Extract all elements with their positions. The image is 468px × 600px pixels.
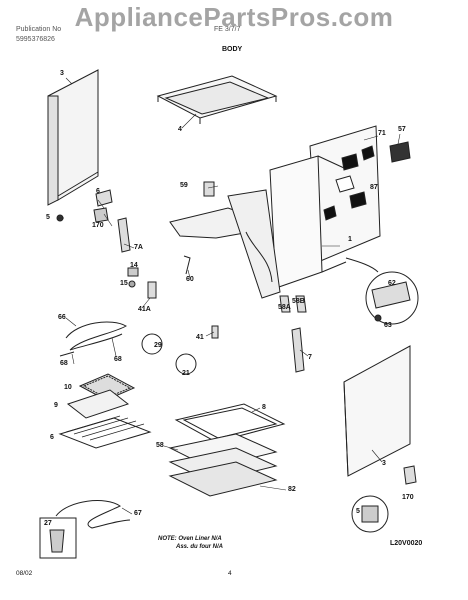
part-label-66: 66 xyxy=(58,314,66,321)
watermark: AppliancePartsPros.com xyxy=(74,2,394,32)
part-label-29: 29 xyxy=(154,342,162,349)
part-label-71: 71 xyxy=(378,130,386,137)
wire-harness xyxy=(345,257,379,273)
header-model: FE 3/7/7 xyxy=(214,26,241,33)
part-label-58b: 58B xyxy=(292,298,305,305)
part-21-detail xyxy=(175,353,197,375)
part-68-left xyxy=(59,351,75,357)
oven-rack xyxy=(58,415,152,449)
part-label-10: 10 xyxy=(64,384,72,391)
part-label-60: 60 xyxy=(186,276,194,283)
part-label-57: 57 xyxy=(398,126,406,133)
label-57-plate xyxy=(389,141,411,163)
part-label-3-right: 3 xyxy=(382,460,386,467)
part-58b xyxy=(295,295,307,313)
part-label-7a: 7A xyxy=(134,244,143,251)
bake-element xyxy=(55,500,131,529)
part-label-8: 8 xyxy=(262,404,266,411)
note-line-2: Ass. du four N/A xyxy=(176,544,224,550)
hinge-receiver-7a xyxy=(117,217,131,253)
part-label-41a: 41A xyxy=(138,306,151,313)
part-58a xyxy=(279,295,291,313)
part-label-3-top: 3 xyxy=(60,70,64,77)
part-170-right xyxy=(403,465,417,485)
part-label-58a: 58A xyxy=(278,304,291,311)
part-label-41: 41 xyxy=(196,334,204,341)
part-label-9: 9 xyxy=(54,402,58,409)
part-label-4: 4 xyxy=(178,126,182,133)
part-41 xyxy=(211,325,219,339)
part-label-170-right: 170 xyxy=(402,494,414,501)
page-title: BODY xyxy=(222,46,243,53)
terminal-block xyxy=(365,271,419,325)
part-label-27: 27 xyxy=(44,520,52,527)
broiler-pan-base xyxy=(66,389,130,419)
part-label-63: 63 xyxy=(384,322,392,329)
header-publication-number: 5995376826 xyxy=(16,36,55,43)
part-label-5-left: 5 xyxy=(46,214,50,221)
hinge-7 xyxy=(291,327,305,373)
part-60 xyxy=(183,255,191,275)
part-label-82: 82 xyxy=(288,486,296,493)
footer-page-number: 4 xyxy=(228,570,232,577)
part-41a xyxy=(147,281,157,299)
footer-date: 08/02 xyxy=(16,570,33,577)
header-publication-label: Publication No xyxy=(16,26,62,33)
part-label-21: 21 xyxy=(182,370,190,377)
part-label-67: 67 xyxy=(134,510,142,517)
part-label-62: 62 xyxy=(388,280,396,287)
part-29-clip xyxy=(141,333,163,355)
part-label-14: 14 xyxy=(130,262,138,269)
note-line-1: NOTE: Oven Liner N/A xyxy=(158,536,222,542)
side-panel-right xyxy=(343,345,411,477)
part-label-87: 87 xyxy=(370,184,378,191)
part-label-6-hinge: 6 xyxy=(96,188,100,195)
part-label-68-left: 68 xyxy=(60,360,68,367)
drawing-code: L20V0020 xyxy=(390,540,423,547)
top-panel xyxy=(156,75,278,124)
broil-element xyxy=(65,321,128,351)
part-label-15: 15 xyxy=(120,280,128,287)
side-panel-left xyxy=(47,69,99,206)
door-assembly xyxy=(168,403,286,497)
switch-14-15 xyxy=(127,267,139,288)
part-label-5-right: 5 xyxy=(356,508,360,515)
oven-front-frame xyxy=(169,189,281,299)
part-label-68-right: 68 xyxy=(114,356,122,363)
part-label-7: 7 xyxy=(308,354,312,361)
bushing-59 xyxy=(203,181,215,197)
part-label-6-rack: 6 xyxy=(50,434,54,441)
part-label-1: 1 xyxy=(348,236,352,243)
part-label-58: 58 xyxy=(156,442,164,449)
part-label-59: 59 xyxy=(180,182,188,189)
part-label-170-left: 170 xyxy=(92,222,104,229)
